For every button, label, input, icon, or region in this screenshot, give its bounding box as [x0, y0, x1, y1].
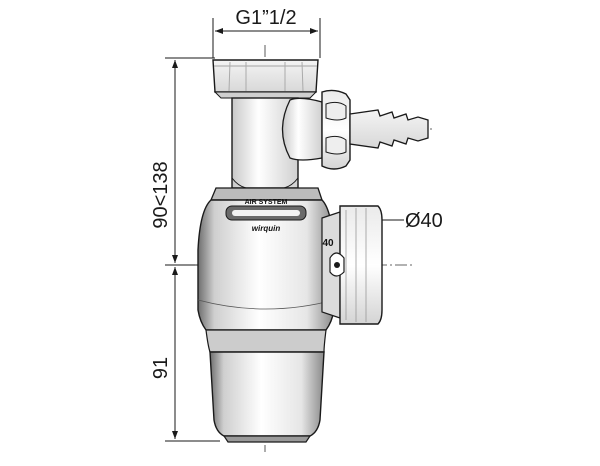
dimension-upper-height-label: 90<138: [150, 161, 172, 228]
side-outlet: 40: [321, 205, 383, 325]
dimension-lower-height-label: 91: [150, 357, 172, 379]
body-label-air-system: AIR SYSTEM: [245, 199, 288, 206]
top-nut: [212, 59, 319, 99]
bottle-body: AIR SYSTEM wirquin: [197, 187, 335, 443]
dimension-top-width: G1”1/2: [212, 7, 321, 58]
dimension-diameter: Ø40: [382, 210, 443, 232]
side-outlet-mark: 40: [322, 238, 334, 249]
body-label-brand: wirquin: [252, 224, 281, 233]
dimension-diameter-label: Ø40: [405, 210, 443, 232]
hose-connector: [281, 89, 429, 170]
dimension-top-width-label: G1”1/2: [235, 7, 296, 29]
dimension-vertical: 90<138 91: [150, 57, 220, 442]
